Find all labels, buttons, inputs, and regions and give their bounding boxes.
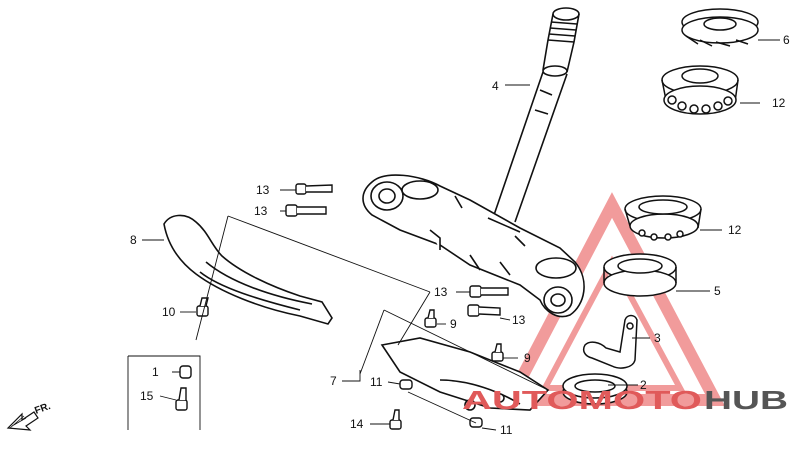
reference-lines xyxy=(127,215,549,430)
grommet-11-b xyxy=(469,417,483,428)
seal-washer xyxy=(562,373,628,405)
label-9-a: 9 xyxy=(450,317,457,331)
bolt-13-mid-b xyxy=(467,304,501,317)
cable-bracket xyxy=(582,314,638,369)
bottom-bridge xyxy=(362,174,585,318)
leader-lines xyxy=(142,39,780,431)
label-3: 3 xyxy=(654,331,661,345)
bolt-15 xyxy=(175,387,188,411)
headlight-stay xyxy=(163,214,333,325)
bolt-13-mid-a xyxy=(469,285,509,298)
bearing-race-top xyxy=(681,8,759,47)
label-12-top: 12 xyxy=(772,96,786,110)
front-direction-label: FR. xyxy=(33,401,52,417)
ball-bearing-top xyxy=(661,65,739,115)
label-12-right: 12 xyxy=(728,223,742,237)
label-8: 8 xyxy=(130,233,137,247)
watermark-text: AUTOMOTO HUB xyxy=(462,385,788,415)
label-7: 7 xyxy=(330,374,337,388)
label-1: 1 xyxy=(152,365,159,379)
fork-cover-plate xyxy=(380,337,550,411)
label-2: 2 xyxy=(640,378,647,392)
bolt-13-lower xyxy=(285,204,327,217)
watermark-part1: AUTOMOTO xyxy=(462,385,702,415)
bearing-race-lower xyxy=(603,253,677,297)
collar-1 xyxy=(179,365,192,379)
label-11-b: 11 xyxy=(500,423,513,437)
label-15: 15 xyxy=(140,389,154,403)
part-labels: 4 6 12 12 5 3 2 8 10 7 9 9 11 11 13 13 1… xyxy=(130,33,790,437)
steering-stem xyxy=(493,7,580,223)
label-5: 5 xyxy=(714,284,721,298)
label-9-b: 9 xyxy=(524,351,531,365)
label-13-b: 13 xyxy=(254,204,268,218)
label-4: 4 xyxy=(492,79,499,93)
screw-9-a xyxy=(424,309,437,328)
bolt-10 xyxy=(196,297,209,317)
dust-seal-right xyxy=(624,195,702,241)
label-13-c: 13 xyxy=(434,285,448,299)
label-14: 14 xyxy=(350,417,364,431)
screw-14 xyxy=(389,409,402,430)
front-direction-arrow: FR. xyxy=(6,401,52,431)
label-13-d: 13 xyxy=(512,313,526,327)
screw-9-b xyxy=(491,343,504,362)
label-6: 6 xyxy=(783,33,790,47)
grommet-11-a xyxy=(399,379,413,390)
label-10: 10 xyxy=(162,305,176,319)
label-13-a: 13 xyxy=(256,183,270,197)
label-11-a: 11 xyxy=(370,375,383,389)
watermark-part2: HUB xyxy=(704,385,788,415)
bolt-13-upper xyxy=(295,183,333,195)
